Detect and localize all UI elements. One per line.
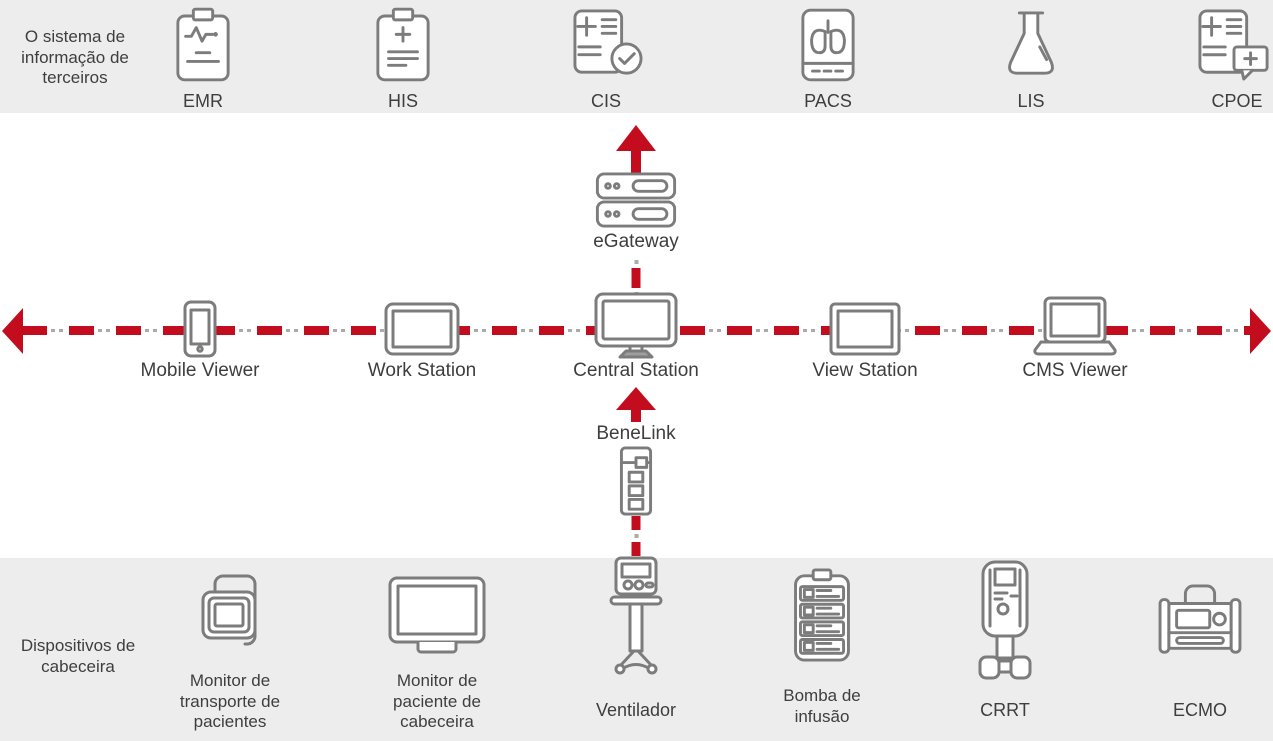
lis-flask-icon	[998, 10, 1064, 80]
bus-arrow-left-icon	[2, 308, 23, 354]
ventilator-icon	[609, 556, 663, 688]
device-label-crrt: CRRT	[980, 700, 1030, 720]
infusion-pump-icon	[791, 568, 853, 664]
emr-clipboard-ecg-icon	[174, 6, 232, 84]
cms-viewer-laptop-icon	[1033, 296, 1117, 358]
egateway-label: eGateway	[593, 231, 679, 252]
system-label-pacs: PACS	[804, 91, 852, 111]
benelink-uplink-arrow-icon	[615, 386, 657, 422]
station-label-central-station: Central Station	[573, 360, 699, 381]
his-clipboard-plus-icon	[374, 6, 432, 84]
work-station-tablet-icon	[384, 302, 460, 356]
bedside-monitor-icon	[388, 576, 486, 656]
station-label-mobile-viewer: Mobile Viewer	[140, 360, 260, 381]
egateway-server-stack-icon	[595, 172, 677, 228]
benelink-label: BeneLink	[596, 423, 676, 444]
mobile-viewer-smartphone-icon	[183, 300, 217, 358]
device-label-transport-monitor: Monitor de transporte de pacientes	[179, 671, 281, 732]
pacs-lungs-scan-icon	[799, 7, 857, 83]
cis-document-check-icon	[572, 8, 644, 78]
benelink-module-rack-icon	[619, 446, 653, 516]
system-label-cis: CIS	[590, 91, 622, 111]
system-label-his: HIS	[387, 91, 419, 111]
device-label-infusion-pump: Bomba de infusão	[783, 686, 861, 726]
third-party-systems-title: O sistema de informação de terceiros	[21, 27, 129, 88]
device-label-ventilator: Ventilador	[595, 700, 677, 720]
device-label-ecmo: ECMO	[1173, 700, 1227, 720]
benelink-to-ventilator-connector	[631, 516, 641, 556]
station-label-cms-viewer: CMS Viewer	[1022, 360, 1128, 381]
system-label-cpoe: CPOE	[1211, 91, 1263, 111]
system-label-emr: EMR	[183, 91, 223, 111]
gateway-uplink-arrow-icon	[615, 124, 657, 174]
view-station-display-icon	[829, 302, 901, 356]
station-label-work-station: Work Station	[367, 360, 477, 381]
cpoe-document-chat-icon	[1197, 8, 1271, 82]
central-station-monitor-icon	[594, 292, 678, 359]
ecmo-machine-icon	[1157, 584, 1243, 660]
bus-arrow-right-icon	[1250, 308, 1271, 354]
crrt-machine-icon	[973, 560, 1037, 680]
system-label-lis: LIS	[1017, 91, 1045, 111]
transport-monitor-icon	[199, 570, 261, 662]
bedside-devices-title: Dispositivos de cabeceira	[20, 636, 136, 676]
device-label-bedside-monitor: Monitor de paciente de cabeceira	[393, 671, 481, 732]
station-label-view-station: View Station	[812, 360, 918, 381]
